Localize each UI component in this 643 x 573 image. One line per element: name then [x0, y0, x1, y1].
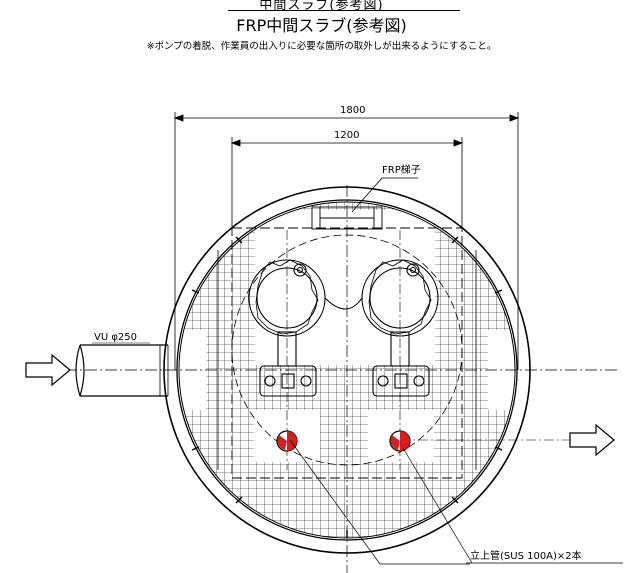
- dimension-lines: [173, 112, 520, 370]
- pipe-label: VU φ250: [94, 332, 137, 343]
- outflow-arrow-icon: [569, 423, 615, 457]
- riser-label: 立上管(SUS 100A)×2本: [470, 549, 582, 562]
- top-title-underline: [228, 10, 460, 11]
- inflow-pipe: [75, 344, 169, 397]
- ladder-leader-line: [351, 177, 418, 213]
- riser-leader-line: [289, 439, 470, 565]
- inflow-arrow-icon: [25, 353, 71, 387]
- riser-pipe-right: [389, 430, 411, 452]
- dimension-inner-label: 1200: [334, 130, 359, 141]
- dimension-outer-label: 1800: [340, 105, 365, 116]
- header-pipe: [324, 297, 363, 310]
- drawing-note: ※ポンプの着脱、作業員の出入りに必要な箇所の取外しが出来るようにすること。: [146, 41, 497, 52]
- drawing-title: FRP中間スラブ(参考図): [236, 16, 407, 35]
- top-cut-title: 中間スラブ(参考図): [259, 0, 384, 13]
- riser-pipe-left: [276, 430, 298, 452]
- anchor-ticks: [191, 236, 503, 538]
- frp-ladder: [311, 206, 383, 230]
- pump-left: [248, 259, 326, 397]
- pump-right: [361, 259, 439, 397]
- ladder-label: FRP梯子: [382, 163, 421, 176]
